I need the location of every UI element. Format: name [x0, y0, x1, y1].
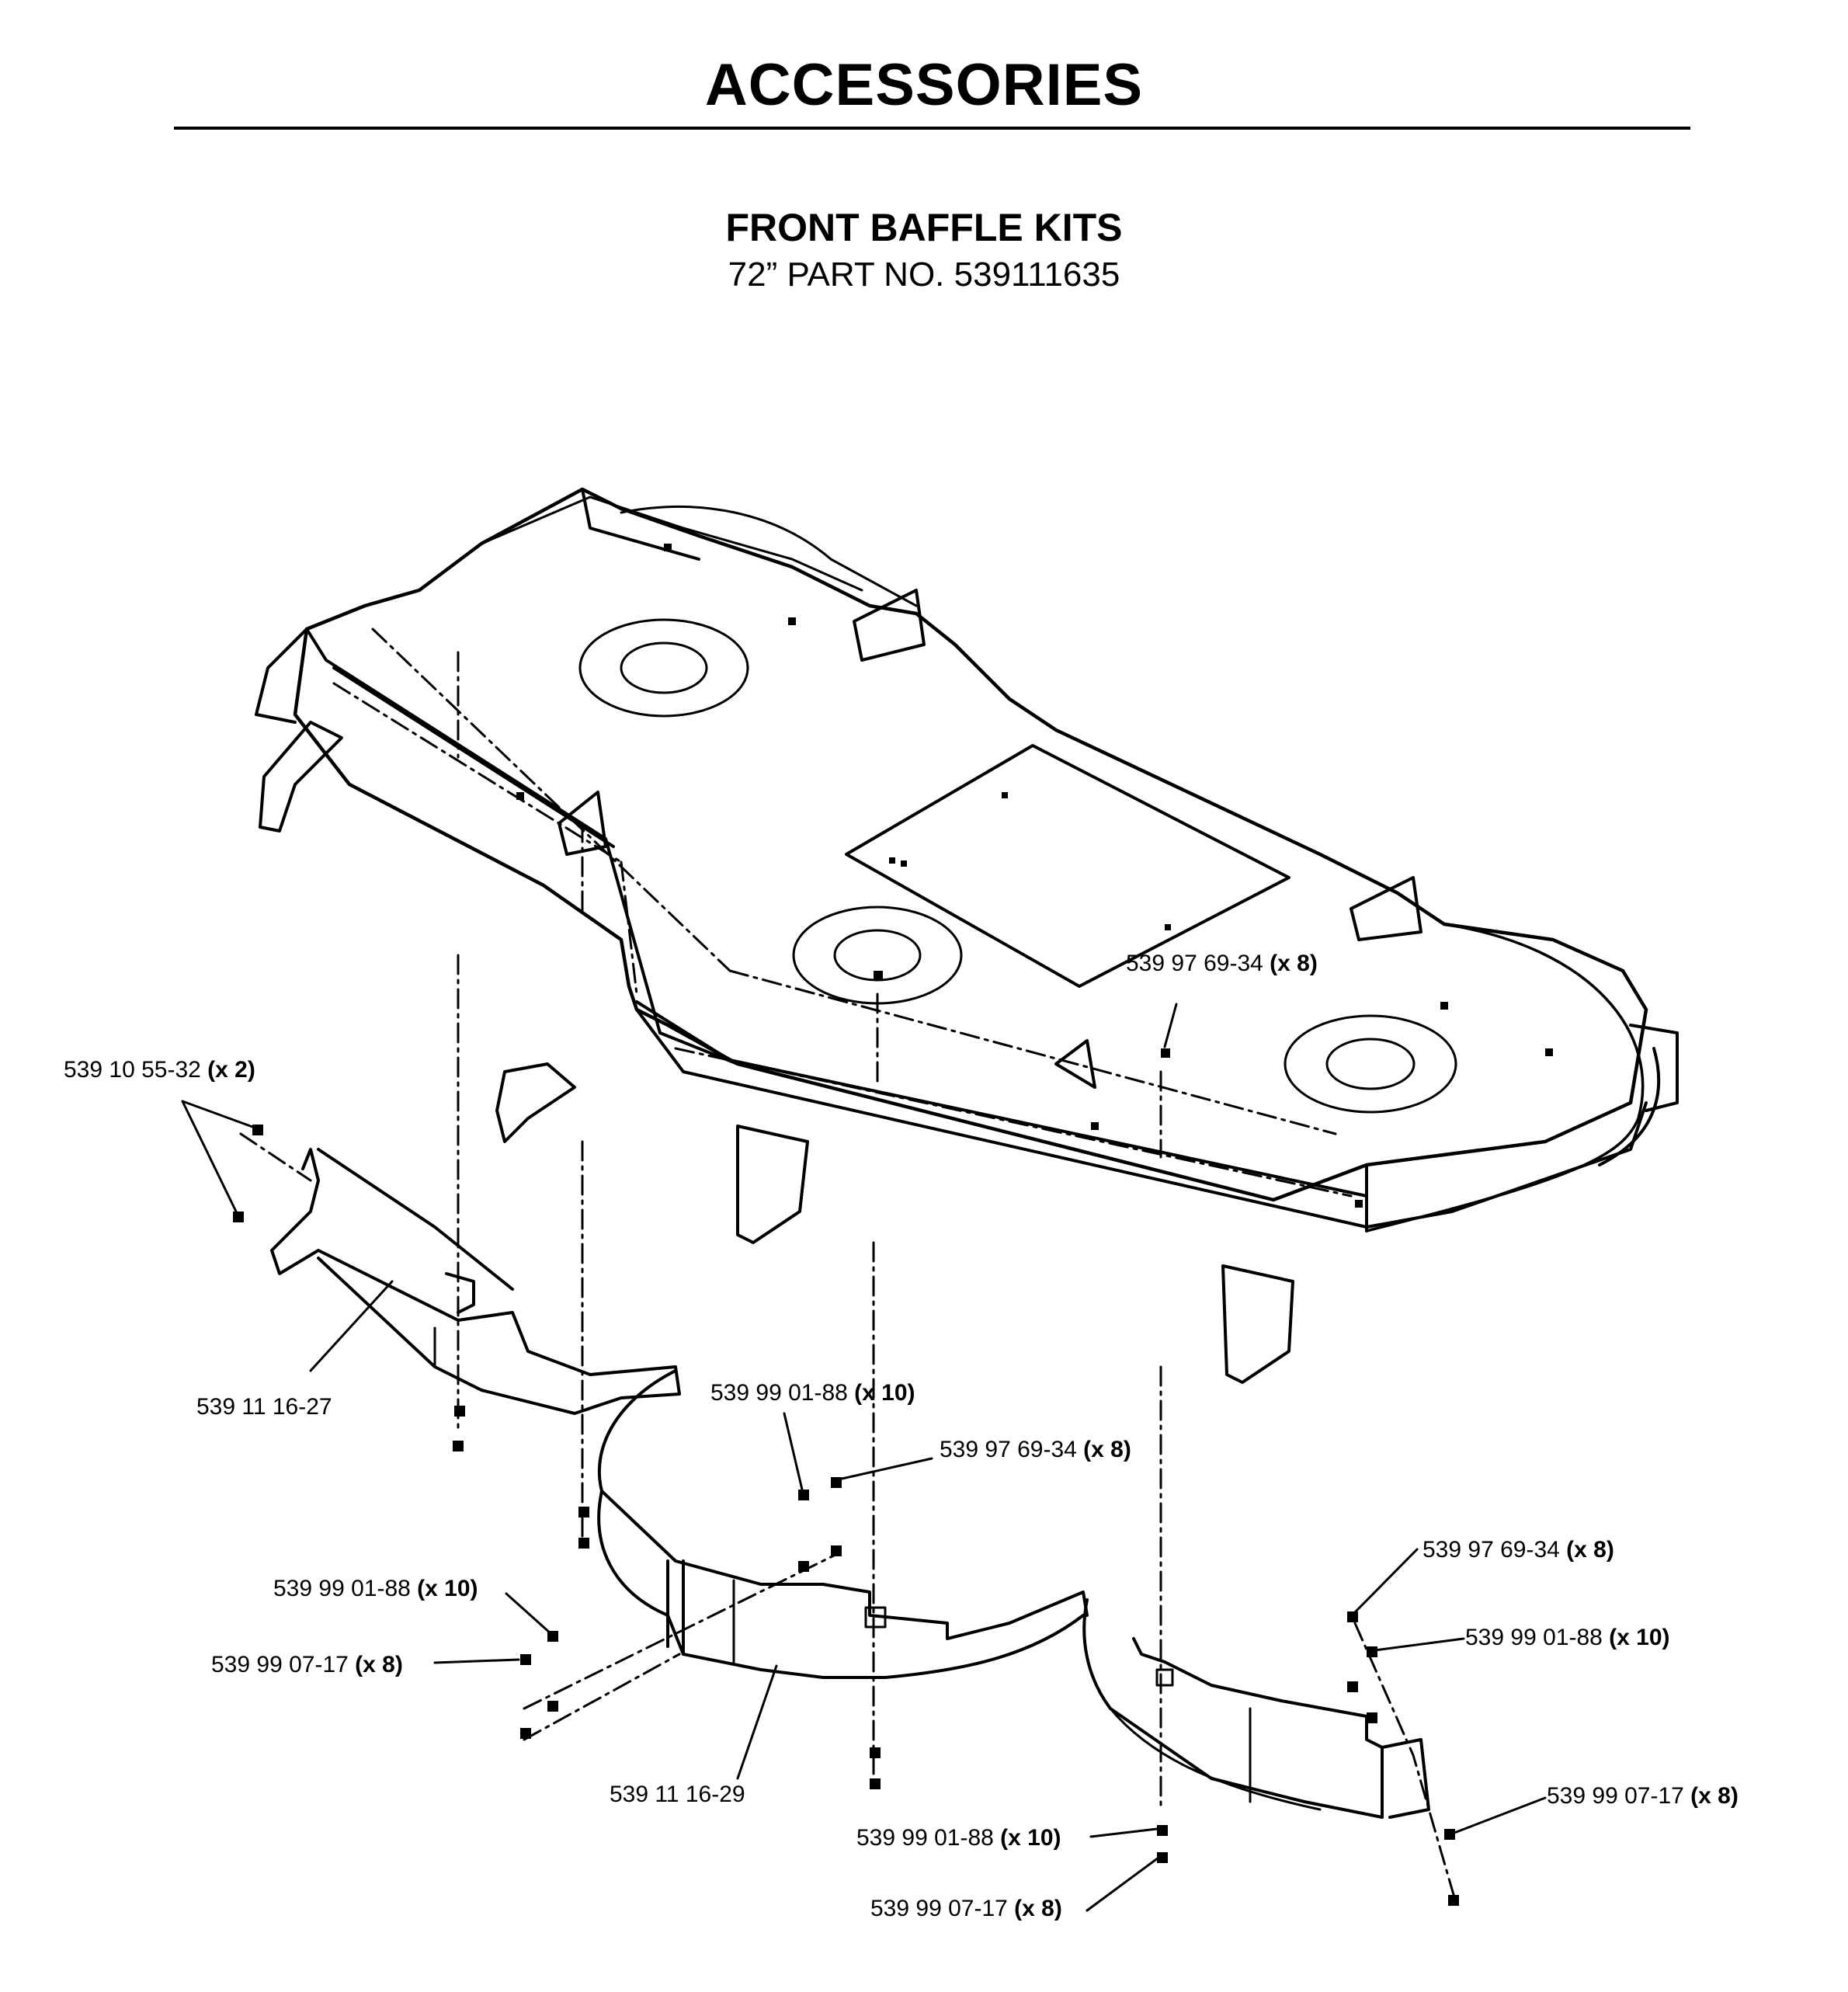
callout-part-label: 539 99 07-17 (x 8) [211, 1652, 403, 1677]
callout-part-label: 539 97 69-34 (x 8) [940, 1437, 1131, 1462]
callout-part-label: 539 97 69-34 (x 8) [1422, 1537, 1614, 1563]
callout-part-label: 539 99 07-17 (x 8) [1547, 1783, 1739, 1809]
callout-part-label: 539 97 69-34 (x 8) [1126, 951, 1318, 976]
left-baffle-panel [270, 1148, 681, 1415]
callout-part-label: 539 99 07-17 (x 8) [870, 1896, 1062, 1921]
title-rule [174, 127, 1690, 130]
center-baffle-panel [597, 1369, 1089, 1679]
callout-part-label: 539 99 01-88 (x 10) [1465, 1625, 1670, 1650]
callout-part-label: 539 11 16-27 [196, 1394, 332, 1420]
callout-part-label: 539 99 01-88 (x 10) [273, 1576, 478, 1601]
callout-part-label: 539 10 55-32 (x 2) [64, 1057, 255, 1083]
callout-part-label: 539 99 01-88 (x 10) [710, 1380, 915, 1406]
kit-part-number: 72” PART NO. 539111635 [728, 256, 1120, 294]
right-baffle-panel [1082, 1598, 1430, 1819]
callout-part-label: 539 11 16-29 [610, 1782, 745, 1807]
callout-part-label: 539 99 01-88 (x 10) [856, 1825, 1061, 1851]
mower-deck [255, 487, 1679, 1384]
page-title: ACCESSORIES [704, 52, 1144, 118]
assembly-lines [239, 651, 1457, 1904]
callout-leaders [181, 1003, 1547, 1912]
hardware-bolts-nuts [233, 971, 1459, 1906]
section-title: FRONT BAFFLE KITS [725, 206, 1123, 249]
